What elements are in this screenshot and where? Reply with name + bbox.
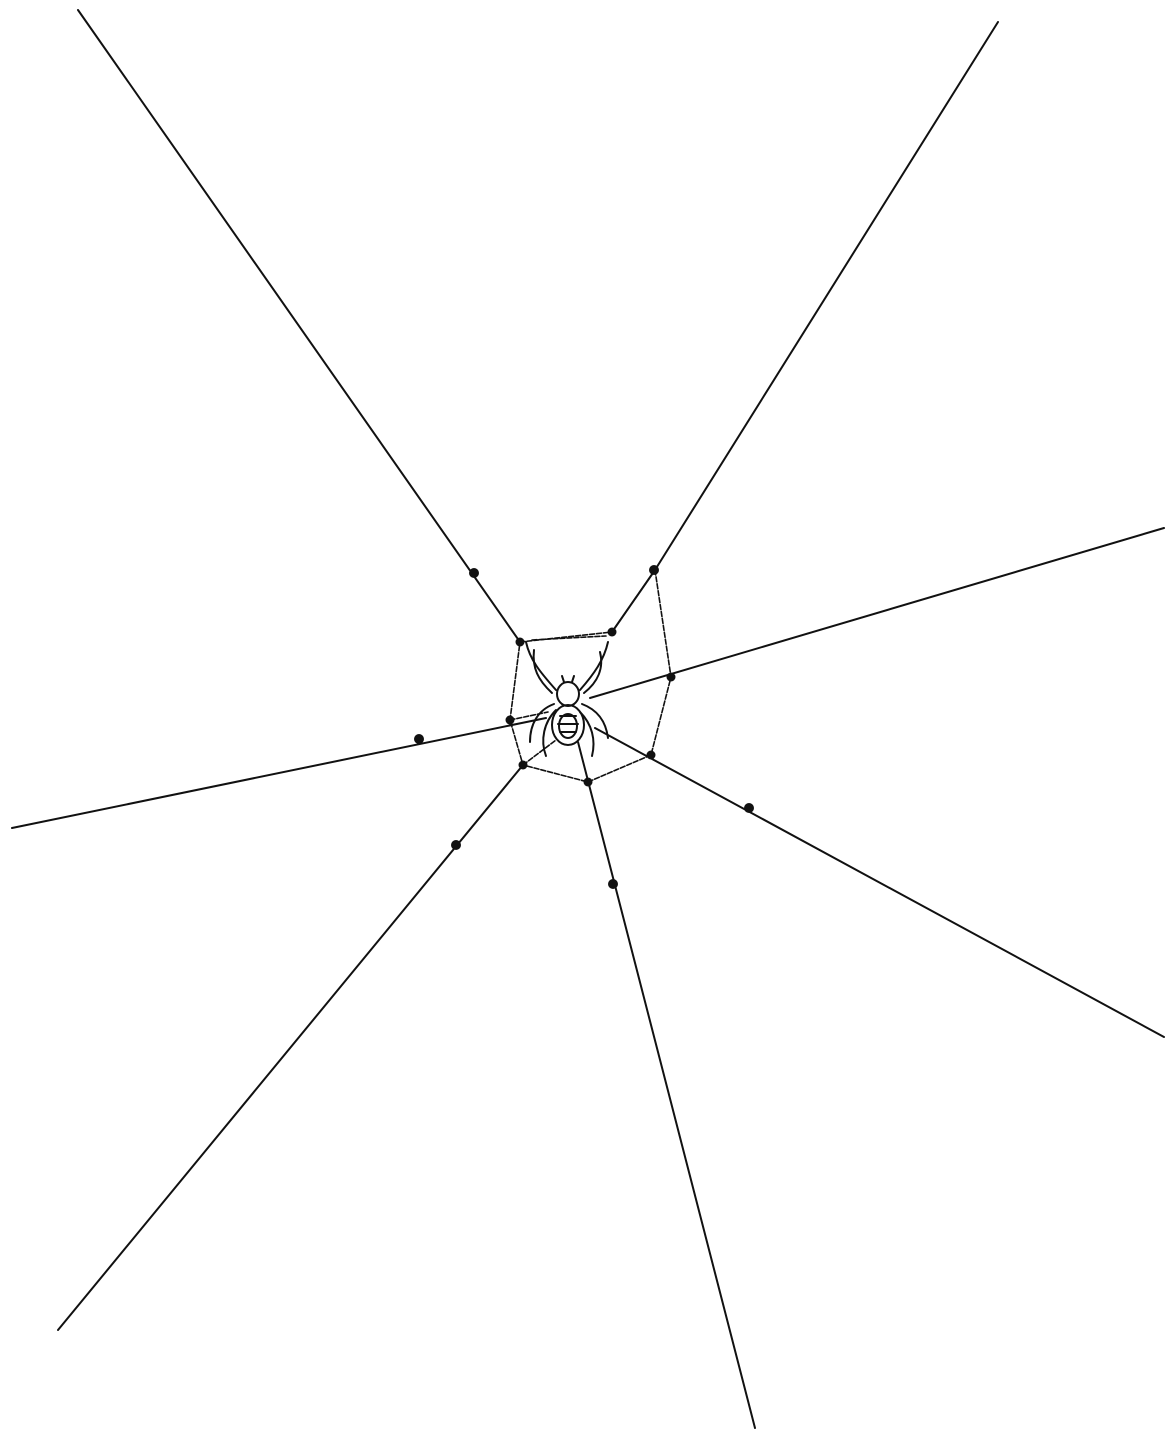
junction-node — [647, 751, 656, 760]
spider-leg — [534, 650, 552, 693]
junction-node — [516, 638, 525, 647]
radial-thread-lower-right — [595, 728, 1164, 1037]
spider-icon — [526, 642, 608, 756]
junction-node — [649, 565, 659, 575]
radial-thread-upper-right — [612, 22, 998, 632]
junction-node — [608, 879, 618, 889]
radial-thread-lower-left — [58, 765, 523, 1330]
junction-node — [519, 761, 528, 770]
junction-node — [414, 734, 424, 744]
spider-leg — [530, 704, 554, 742]
hub-link-bottom-left — [523, 740, 556, 765]
radial-threads — [12, 10, 1164, 1428]
spider-cephalothorax — [557, 682, 579, 706]
radial-thread-upper-left — [78, 10, 520, 642]
junction-node — [608, 628, 617, 637]
radial-thread-left — [12, 718, 546, 828]
spider-leg — [584, 652, 601, 693]
junction-node — [667, 673, 676, 682]
radial-thread-bottom — [578, 742, 755, 1428]
spider-leg — [526, 642, 556, 690]
spider-abdomen-pattern — [559, 714, 577, 738]
junction-node — [506, 716, 515, 725]
junction-node — [744, 803, 754, 813]
radial-thread-right — [590, 528, 1164, 698]
junction-node — [584, 778, 593, 787]
junction-node — [451, 840, 461, 850]
junction-node — [469, 568, 479, 578]
